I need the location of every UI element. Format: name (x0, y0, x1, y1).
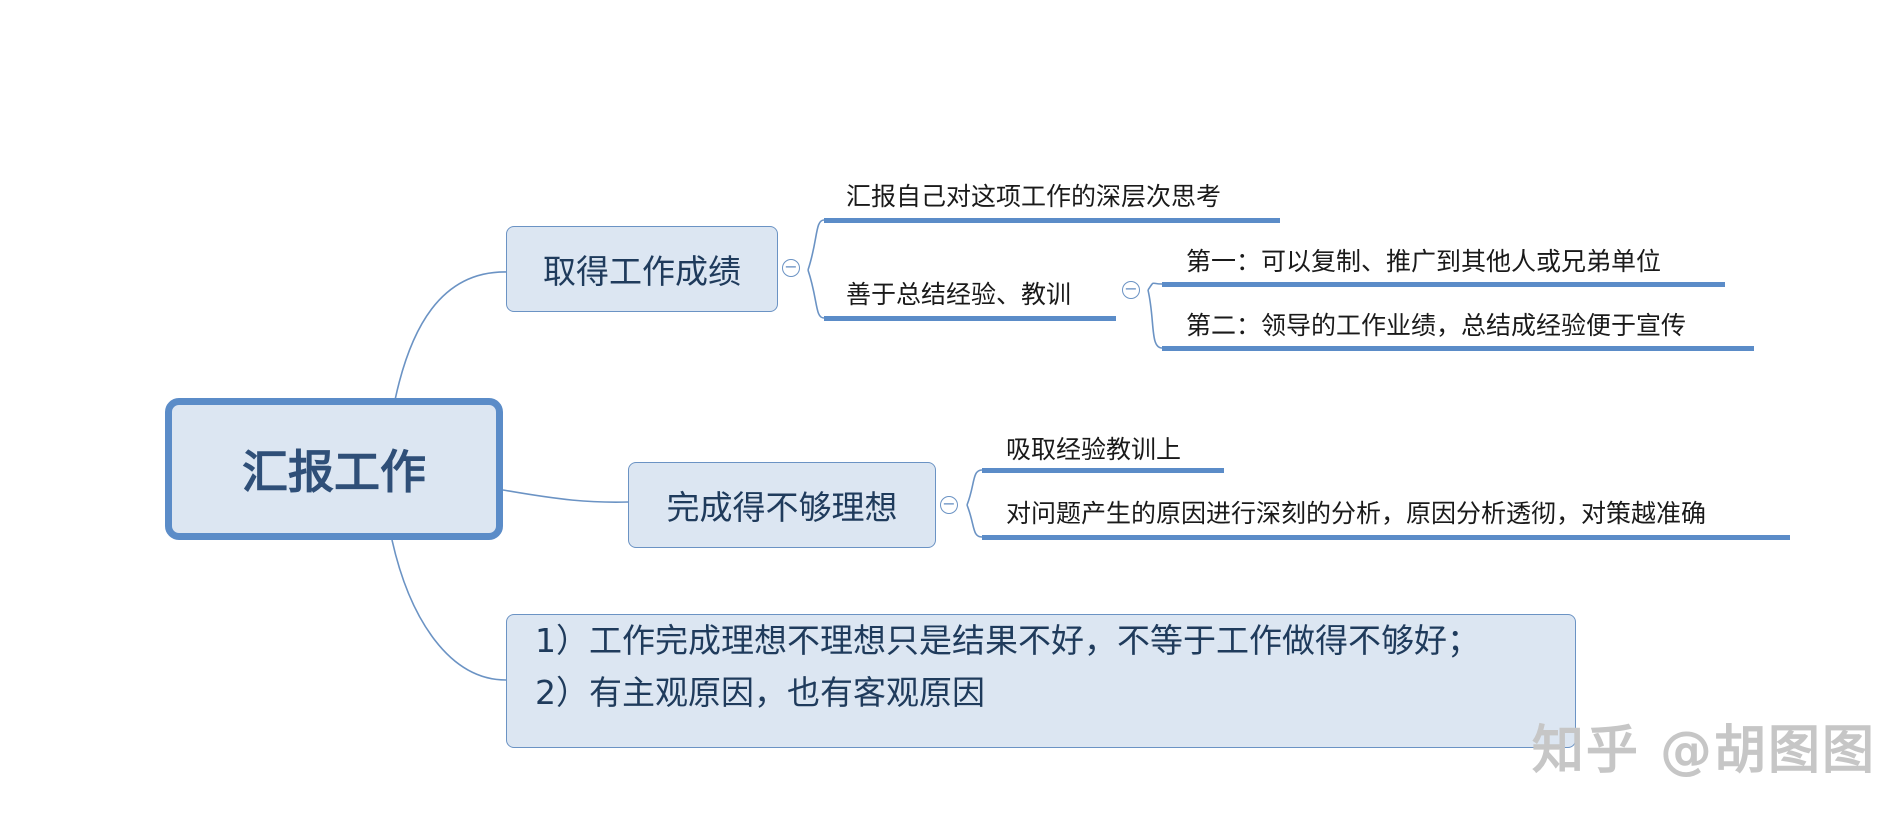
leaf-label: 吸取经验教训上 (1006, 435, 1182, 464)
leaf-label: 对问题产生的原因进行深刻的分析，原因分析透彻，对策越准确 (1006, 499, 1707, 528)
leaf-underline (1162, 346, 1754, 351)
link-c2-g2 (1147, 289, 1163, 349)
branch-node-achievements[interactable]: 取得工作成绩 (506, 226, 778, 312)
minus-icon: − (942, 494, 956, 513)
leaf-first-point[interactable]: 第一：可以复制、推广到其他人或兄弟单位 (1186, 242, 1661, 278)
note-line-2: 2）有主观原因，也有客观原因 (535, 673, 985, 712)
link-b1-c1 (807, 219, 825, 271)
branch-node-not-ideal[interactable]: 完成得不够理想 (628, 462, 936, 548)
root-label: 汇报工作 (242, 445, 426, 499)
note-box[interactable]: 1）工作完成理想不理想只是结果不好，不等于工作做得不够好； 2）有主观原因，也有… (506, 614, 1576, 748)
minus-icon: − (1124, 279, 1138, 298)
leaf-label: 第一：可以复制、推广到其他人或兄弟单位 (1186, 247, 1662, 276)
leaf-learn-lessons[interactable]: 吸取经验教训上 (1006, 430, 1181, 466)
leaf-summarize-lessons[interactable]: 善于总结经验、教训 (846, 275, 1071, 311)
link-root-branch1 (394, 271, 509, 401)
leaf-label: 善于总结经验、教训 (846, 280, 1072, 309)
leaf-underline (824, 218, 1280, 223)
leaf-label: 第二：领导的工作业绩，总结成经验便于宣传 (1186, 311, 1687, 340)
collapse-toggle-branch1[interactable]: − (782, 259, 800, 277)
link-root-branch2 (502, 489, 629, 503)
leaf-second-point[interactable]: 第二：领导的工作业绩，总结成经验便于宣传 (1186, 306, 1686, 342)
branch-label: 完成得不够理想 (666, 488, 898, 527)
root-node[interactable]: 汇报工作 (165, 398, 503, 540)
leaf-deep-analysis[interactable]: 对问题产生的原因进行深刻的分析，原因分析透彻，对策越准确 (1006, 494, 1706, 530)
note-line-1: 1）工作完成理想不理想只是结果不好，不等于工作做得不够好； (535, 621, 1480, 660)
link-b1-c2 (807, 269, 825, 319)
zhihu-watermark: 知乎 @胡图图 (1531, 721, 1876, 781)
minus-icon: − (784, 257, 798, 276)
leaf-underline (982, 535, 1790, 540)
leaf-underline (824, 316, 1116, 321)
link-c2-g1 (1147, 282, 1163, 291)
leaf-label: 汇报自己对这项工作的深层次思考 (846, 182, 1222, 211)
link-b2-c1 (966, 469, 983, 506)
leaf-deep-thinking[interactable]: 汇报自己对这项工作的深层次思考 (846, 177, 1221, 213)
leaf-underline (982, 468, 1224, 473)
link-root-note (391, 539, 507, 681)
branch-label: 取得工作成绩 (543, 252, 741, 291)
collapse-toggle-branch2[interactable]: − (940, 496, 958, 514)
link-b2-c2 (966, 504, 983, 538)
leaf-underline (1162, 282, 1725, 287)
collapse-toggle-summarize[interactable]: − (1122, 281, 1140, 299)
